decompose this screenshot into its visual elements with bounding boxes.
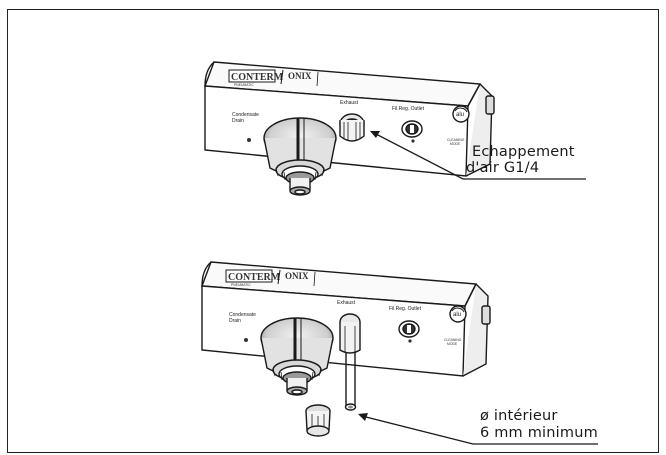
svg-text:Fil.Reg. Outlet: Fil.Reg. Outlet	[389, 306, 422, 312]
svg-text:Condensate: Condensate	[232, 112, 259, 118]
brand-logo-top: CONTERM PNEUMATIC ONIX	[228, 69, 319, 87]
callout-leader-bottom	[361, 415, 598, 445]
svg-text:Exhaust: Exhaust	[337, 300, 356, 306]
svg-text:CLEANING: CLEANING	[444, 338, 462, 342]
svg-text:Exhaust: Exhaust	[340, 100, 359, 106]
svg-text:PNEUMATIC: PNEUMATIC	[234, 83, 254, 87]
exhaust-fitting-top	[339, 113, 365, 142]
callout-exhaust-line1: Echappement	[472, 144, 575, 160]
svg-text:alu: alu	[453, 312, 461, 318]
svg-text:MODE: MODE	[447, 342, 458, 346]
device-bottom: CONTERM PNEUMATIC ONIX Condensate Drain …	[201, 261, 598, 445]
brand-logo-bottom: CONTERM PNEUMATIC ONIX	[225, 269, 316, 287]
svg-text:MODE: MODE	[450, 142, 461, 146]
device-top: CONTERM PNEUMATIC ONIX Condensate Drain …	[204, 61, 586, 196]
svg-text:PNEUMATIC: PNEUMATIC	[231, 283, 251, 287]
svg-text:ONIX: ONIX	[285, 271, 309, 281]
svg-text:CONTERM: CONTERM	[228, 272, 281, 283]
svg-text:ONIX: ONIX	[288, 71, 312, 81]
svg-text:Condensate: Condensate	[229, 312, 256, 318]
svg-text:Drain: Drain	[229, 318, 241, 324]
filter-bowl-bottom	[260, 317, 334, 396]
exhaust-fitting-with-tube	[339, 313, 361, 411]
svg-text:CLEANING: CLEANING	[447, 138, 465, 142]
svg-text:Drain: Drain	[232, 118, 244, 124]
callout-exhaust-line2: d'air G1/4	[466, 160, 540, 176]
callout-tube-line1: ø intérieur	[480, 408, 558, 424]
svg-text:Fil.Reg. Outlet: Fil.Reg. Outlet	[392, 106, 425, 112]
filter-bowl-top	[263, 117, 337, 196]
removed-plug	[305, 404, 331, 437]
svg-text:CONTERM: CONTERM	[231, 72, 284, 83]
svg-text:alu: alu	[456, 112, 464, 118]
callout-leader-top	[373, 132, 586, 180]
callout-tube-line2: 6 mm minimum	[480, 425, 598, 441]
